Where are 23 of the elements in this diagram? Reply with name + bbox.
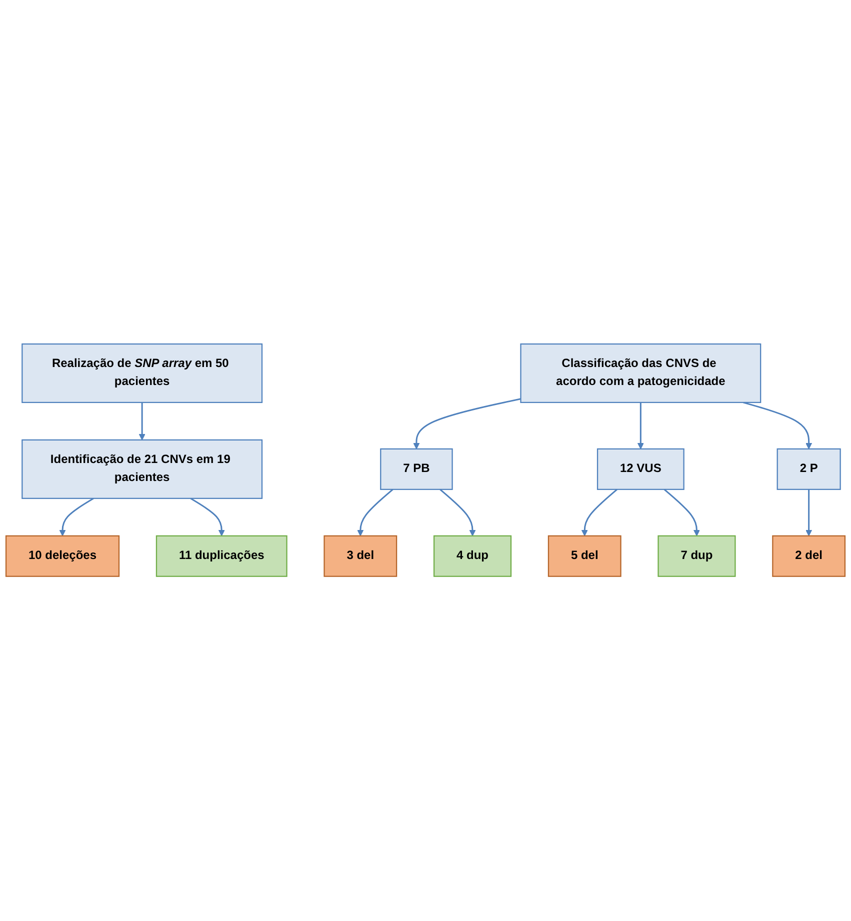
node-box: 5 del xyxy=(548,536,622,578)
arrow xyxy=(664,489,700,536)
node-box: 2 P xyxy=(776,448,841,490)
node-box: Realização de SNP array em 50 pacientes xyxy=(22,344,263,404)
arrow xyxy=(806,490,812,536)
node-box: Classificação das CNVS de acordo com a patogenicidade xyxy=(520,344,762,404)
node-box: 11 duplicações xyxy=(156,536,288,578)
arrow xyxy=(138,402,146,441)
arrow xyxy=(581,489,618,536)
node-box: 3 del xyxy=(324,536,398,578)
arrow xyxy=(59,498,94,536)
arrow xyxy=(190,498,225,536)
arrow xyxy=(440,489,476,536)
arrow xyxy=(637,402,644,450)
node-box: 4 dup xyxy=(433,536,512,578)
node-box: 7 PB xyxy=(380,448,453,490)
node-box: 2 del xyxy=(772,536,846,578)
node-box: Identificação de 21 CNVs em 19 pacientes xyxy=(22,440,263,500)
arrow xyxy=(357,489,394,536)
node-box: 10 deleções xyxy=(5,536,120,578)
node-box: 12 VUS xyxy=(596,448,684,490)
node-box: 7 dup xyxy=(658,536,736,578)
arrow xyxy=(413,398,521,450)
